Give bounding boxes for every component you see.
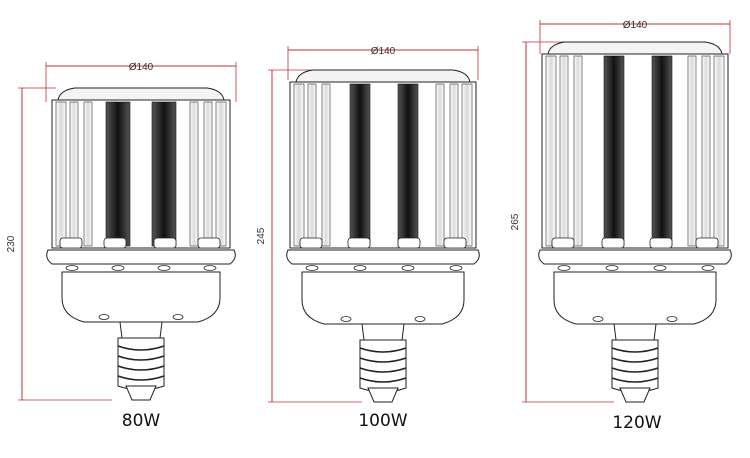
top-cap <box>547 41 723 55</box>
led-fin-array <box>289 81 477 249</box>
screw-base <box>117 337 165 401</box>
height-label: 230 <box>6 235 17 252</box>
screw-base <box>359 339 407 403</box>
diameter-label: Ø140 <box>371 46 396 57</box>
driver-housing <box>301 271 465 325</box>
screw-base <box>611 339 659 403</box>
base-neck <box>613 323 657 341</box>
height-dimension: 230 <box>6 87 112 401</box>
vent-holes <box>557 265 715 271</box>
led-fins <box>55 101 227 249</box>
collar-ring <box>46 249 236 265</box>
wattage-label: 120W <box>612 413 661 433</box>
led-fins <box>293 83 473 249</box>
lamp-80w: Ø140 230 <box>6 62 237 431</box>
driver-housing <box>553 271 717 325</box>
driver-housing <box>61 271 221 323</box>
base-neck <box>119 321 163 339</box>
diameter-label: Ø140 <box>129 62 154 73</box>
vent-holes <box>305 265 463 271</box>
collar-ring <box>538 249 732 265</box>
diameter-label: Ø140 <box>623 20 648 31</box>
wattage-label: 80W <box>122 411 161 431</box>
height-dimension: 245 <box>256 69 362 403</box>
lamp-120w: Ø140 265 <box>510 20 732 433</box>
wattage-label: 100W <box>358 411 407 431</box>
vent-holes <box>65 265 217 271</box>
lamp-100w: Ø140 245 <box>256 46 480 431</box>
top-cap <box>57 87 225 101</box>
led-fin-array <box>541 53 729 249</box>
led-fins <box>545 55 725 249</box>
base-neck <box>361 323 405 341</box>
height-label: 245 <box>256 227 267 244</box>
diameter-dimension: Ø140 <box>539 20 731 54</box>
diameter-dimension: Ø140 <box>45 62 237 102</box>
height-label: 265 <box>510 213 521 230</box>
led-fin-array <box>51 99 231 249</box>
height-dimension: 265 <box>510 41 614 403</box>
collar-ring <box>286 249 480 265</box>
diameter-dimension: Ø140 <box>287 46 479 80</box>
top-cap <box>295 69 471 83</box>
